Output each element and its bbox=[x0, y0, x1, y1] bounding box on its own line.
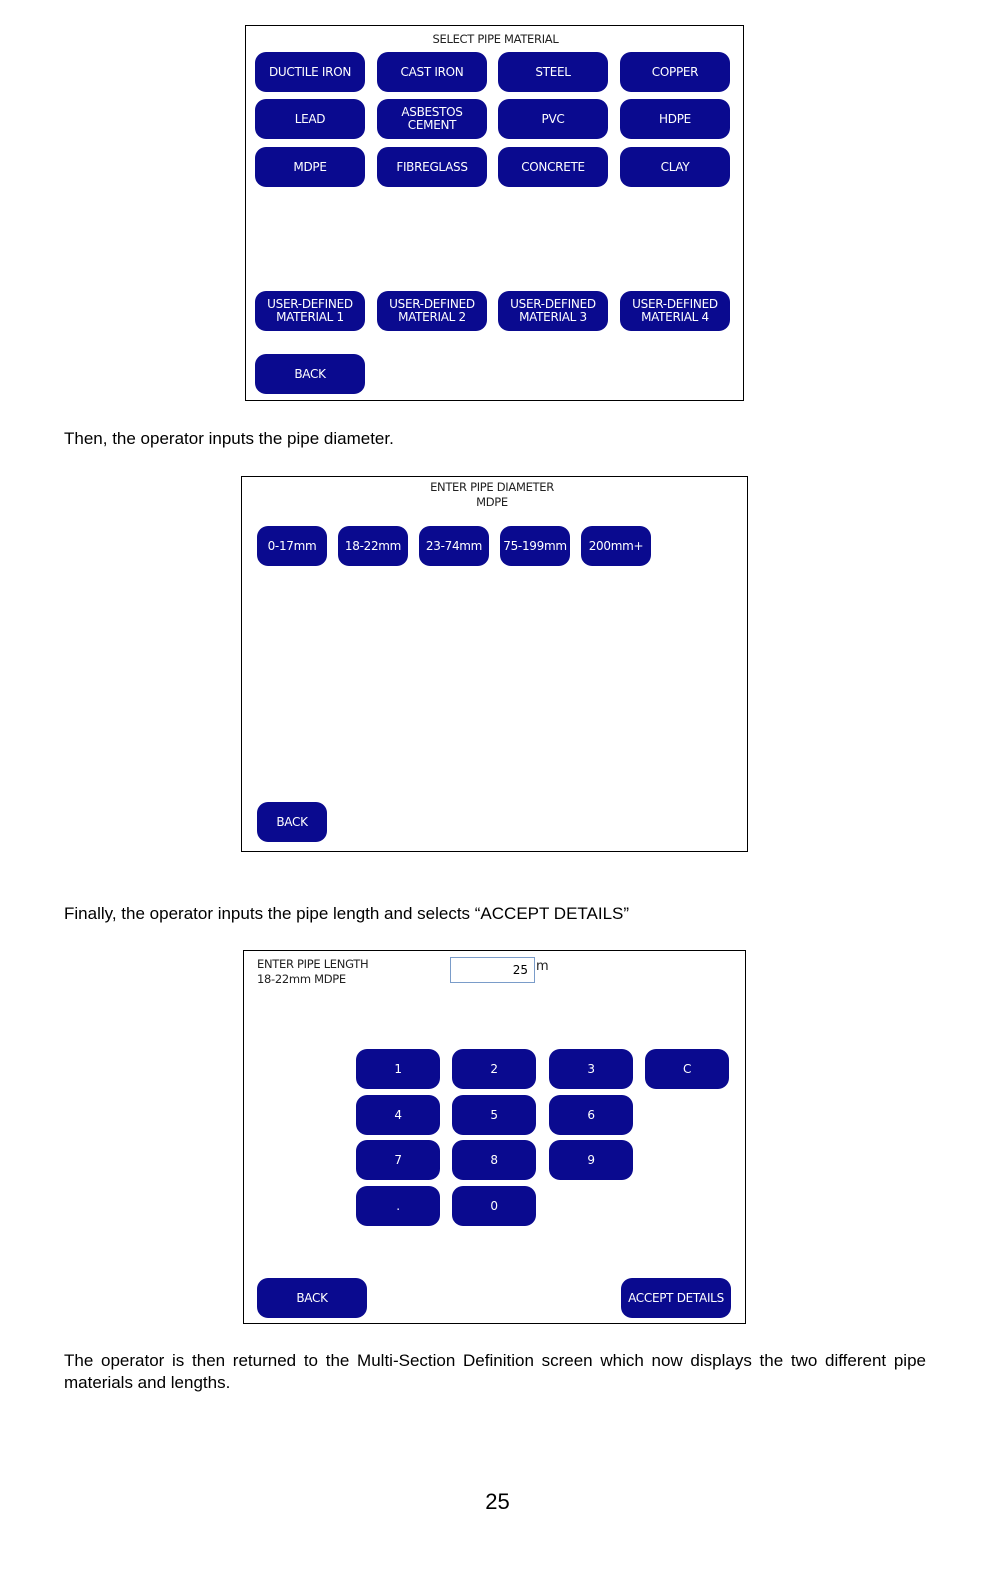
enter-diameter-subtitle: MDPE bbox=[476, 495, 508, 509]
paragraph-return-to-multi-section: The operator is then returned to the Mul… bbox=[64, 1351, 926, 1392]
user-defined-material-4-button[interactable]: USER-DEFINED MATERIAL 4 bbox=[620, 291, 730, 331]
enter-diameter-title: ENTER PIPE DIAMETER bbox=[430, 480, 554, 494]
key-6-button[interactable]: 6 bbox=[549, 1095, 633, 1135]
user-defined-material-3-button[interactable]: USER-DEFINED MATERIAL 3 bbox=[498, 291, 608, 331]
paragraph-diameter-intro: Then, the operator inputs the pipe diame… bbox=[64, 429, 394, 448]
material-button-asbestos-cement[interactable]: ASBESTOS CEMENT bbox=[377, 99, 487, 139]
key-0-button[interactable]: 0 bbox=[452, 1186, 536, 1226]
material-button-copper[interactable]: COPPER bbox=[620, 52, 730, 92]
back-button[interactable]: BACK bbox=[257, 1278, 367, 1318]
key-2-button[interactable]: 2 bbox=[452, 1049, 536, 1089]
material-button-pvc[interactable]: PVC bbox=[498, 99, 608, 139]
key-decimal-button[interactable]: . bbox=[356, 1186, 440, 1226]
back-button[interactable]: BACK bbox=[257, 802, 327, 842]
enter-length-screen: ENTER PIPE LENGTH 18-22mm MDPE 25 m 1 2 … bbox=[243, 950, 746, 1324]
select-material-title: SELECT PIPE MATERIAL bbox=[432, 32, 559, 46]
key-7-button[interactable]: 7 bbox=[356, 1140, 440, 1180]
back-button[interactable]: BACK bbox=[255, 354, 365, 394]
diameter-button-18-22mm[interactable]: 18-22mm bbox=[338, 526, 408, 566]
key-3-button[interactable]: 3 bbox=[549, 1049, 633, 1089]
pipe-length-input[interactable]: 25 bbox=[450, 957, 535, 983]
diameter-button-23-74mm[interactable]: 23-74mm bbox=[419, 526, 489, 566]
enter-length-title: ENTER PIPE LENGTH bbox=[257, 957, 369, 971]
accept-details-button[interactable]: ACCEPT DETAILS bbox=[621, 1278, 731, 1318]
key-5-button[interactable]: 5 bbox=[452, 1095, 536, 1135]
key-1-button[interactable]: 1 bbox=[356, 1049, 440, 1089]
clear-button[interactable]: C bbox=[645, 1049, 729, 1089]
material-button-clay[interactable]: CLAY bbox=[620, 147, 730, 187]
select-material-screen: SELECT PIPE MATERIAL DUCTILE IRON CAST I… bbox=[245, 25, 744, 401]
material-button-lead[interactable]: LEAD bbox=[255, 99, 365, 139]
length-unit-label: m bbox=[536, 959, 549, 974]
key-9-button[interactable]: 9 bbox=[549, 1140, 633, 1180]
material-button-mdpe[interactable]: MDPE bbox=[255, 147, 365, 187]
page-number: 25 bbox=[485, 1489, 510, 1514]
enter-length-subtitle: 18-22mm MDPE bbox=[257, 972, 346, 986]
diameter-button-0-17mm[interactable]: 0-17mm bbox=[257, 526, 327, 566]
user-defined-material-1-button[interactable]: USER-DEFINED MATERIAL 1 bbox=[255, 291, 365, 331]
diameter-button-200mm-plus[interactable]: 200mm+ bbox=[581, 526, 651, 566]
material-button-cast-iron[interactable]: CAST IRON bbox=[377, 52, 487, 92]
material-button-steel[interactable]: STEEL bbox=[498, 52, 608, 92]
key-4-button[interactable]: 4 bbox=[356, 1095, 440, 1135]
paragraph-length-intro: Finally, the operator inputs the pipe le… bbox=[64, 904, 630, 923]
material-button-fibreglass[interactable]: FIBREGLASS bbox=[377, 147, 487, 187]
user-defined-material-2-button[interactable]: USER-DEFINED MATERIAL 2 bbox=[377, 291, 487, 331]
material-button-ductile-iron[interactable]: DUCTILE IRON bbox=[255, 52, 365, 92]
key-8-button[interactable]: 8 bbox=[452, 1140, 536, 1180]
enter-diameter-screen: ENTER PIPE DIAMETER MDPE 0-17mm 18-22mm … bbox=[241, 476, 748, 852]
material-button-concrete[interactable]: CONCRETE bbox=[498, 147, 608, 187]
material-button-hdpe[interactable]: HDPE bbox=[620, 99, 730, 139]
diameter-button-75-199mm[interactable]: 75-199mm bbox=[500, 526, 570, 566]
